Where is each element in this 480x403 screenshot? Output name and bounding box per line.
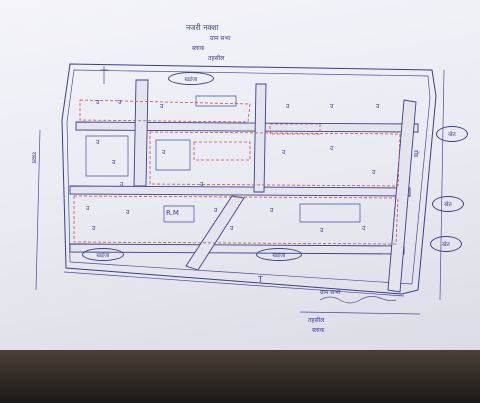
right-margin-line xyxy=(439,69,445,301)
bottom-boundary-line xyxy=(63,271,405,297)
house-mark: उ xyxy=(376,103,380,110)
building-5 xyxy=(195,95,237,107)
house-mark: उ xyxy=(362,225,366,232)
road-label-right: रोड xyxy=(412,150,419,158)
plot-boundary-center xyxy=(193,141,251,161)
side-label-3: खेत xyxy=(430,236,462,252)
floor-background xyxy=(0,350,480,403)
house-mark: उ xyxy=(270,207,274,214)
side-label-2: खेत xyxy=(432,196,464,212)
outer-boundary xyxy=(61,63,437,295)
house-mark: उ xyxy=(126,209,130,216)
house-mark: उ xyxy=(282,149,286,156)
stamp-line xyxy=(299,311,421,315)
footer-line-1: ग्राम सभा xyxy=(320,289,341,296)
house-mark: उ xyxy=(230,225,234,232)
road-label-left: रास्ता xyxy=(30,152,37,164)
footer-line-2: तहसील xyxy=(308,317,325,324)
signature-scribble xyxy=(319,296,397,304)
house-mark: उ xyxy=(92,225,96,232)
plot-boundary-right-top xyxy=(269,123,321,135)
header-title: नजरी नक्शा xyxy=(186,23,219,32)
building-2 xyxy=(155,139,191,171)
header-line-3: ब्लाक xyxy=(192,45,205,52)
outer-boundary-inner xyxy=(66,69,431,285)
house-mark: उ xyxy=(118,99,122,106)
plot-boundary-mid xyxy=(149,131,401,187)
plot-label: R.M xyxy=(166,209,179,217)
house-mark: उ xyxy=(120,181,124,188)
top-pole xyxy=(100,66,108,84)
building-3 xyxy=(163,205,195,223)
left-margin-line xyxy=(35,129,41,291)
road-label-bottom-left: खड़ंजा xyxy=(82,248,124,261)
house-mark: उ xyxy=(372,169,376,176)
bottom-mark: T xyxy=(258,275,263,284)
side-label-1: खेत xyxy=(436,126,468,142)
road-horizontal-upper xyxy=(75,121,419,133)
building-4 xyxy=(299,203,361,223)
header-line-2: ग्राम सभा xyxy=(210,35,231,42)
road-label-bottom-right: खड़ंजा xyxy=(256,248,302,261)
house-mark: उ xyxy=(86,205,90,212)
building-1 xyxy=(85,135,129,177)
road-horizontal-lower xyxy=(69,243,405,255)
house-mark: उ xyxy=(286,103,290,110)
house-mark: उ xyxy=(162,149,166,156)
road-vertical-left xyxy=(133,79,149,187)
house-mark: उ xyxy=(200,181,204,188)
plot-boundary-lower xyxy=(73,195,399,245)
footer-line-3: ब्लाक xyxy=(312,327,325,334)
house-mark: उ xyxy=(214,207,218,214)
road-vertical-center xyxy=(253,83,267,193)
house-mark: उ xyxy=(112,159,116,166)
plot-boundary-top-left xyxy=(79,99,251,123)
house-mark: उ xyxy=(160,103,164,110)
house-mark: उ xyxy=(320,227,324,234)
road-horizontal-middle xyxy=(69,185,411,197)
house-mark: उ xyxy=(96,139,100,146)
house-mark: उ xyxy=(330,145,334,152)
house-mark: उ xyxy=(330,103,334,110)
house-mark: उ xyxy=(96,99,100,106)
header-line-4: तहसील xyxy=(208,55,225,62)
road-label-top: खड़ंजा xyxy=(168,72,214,85)
